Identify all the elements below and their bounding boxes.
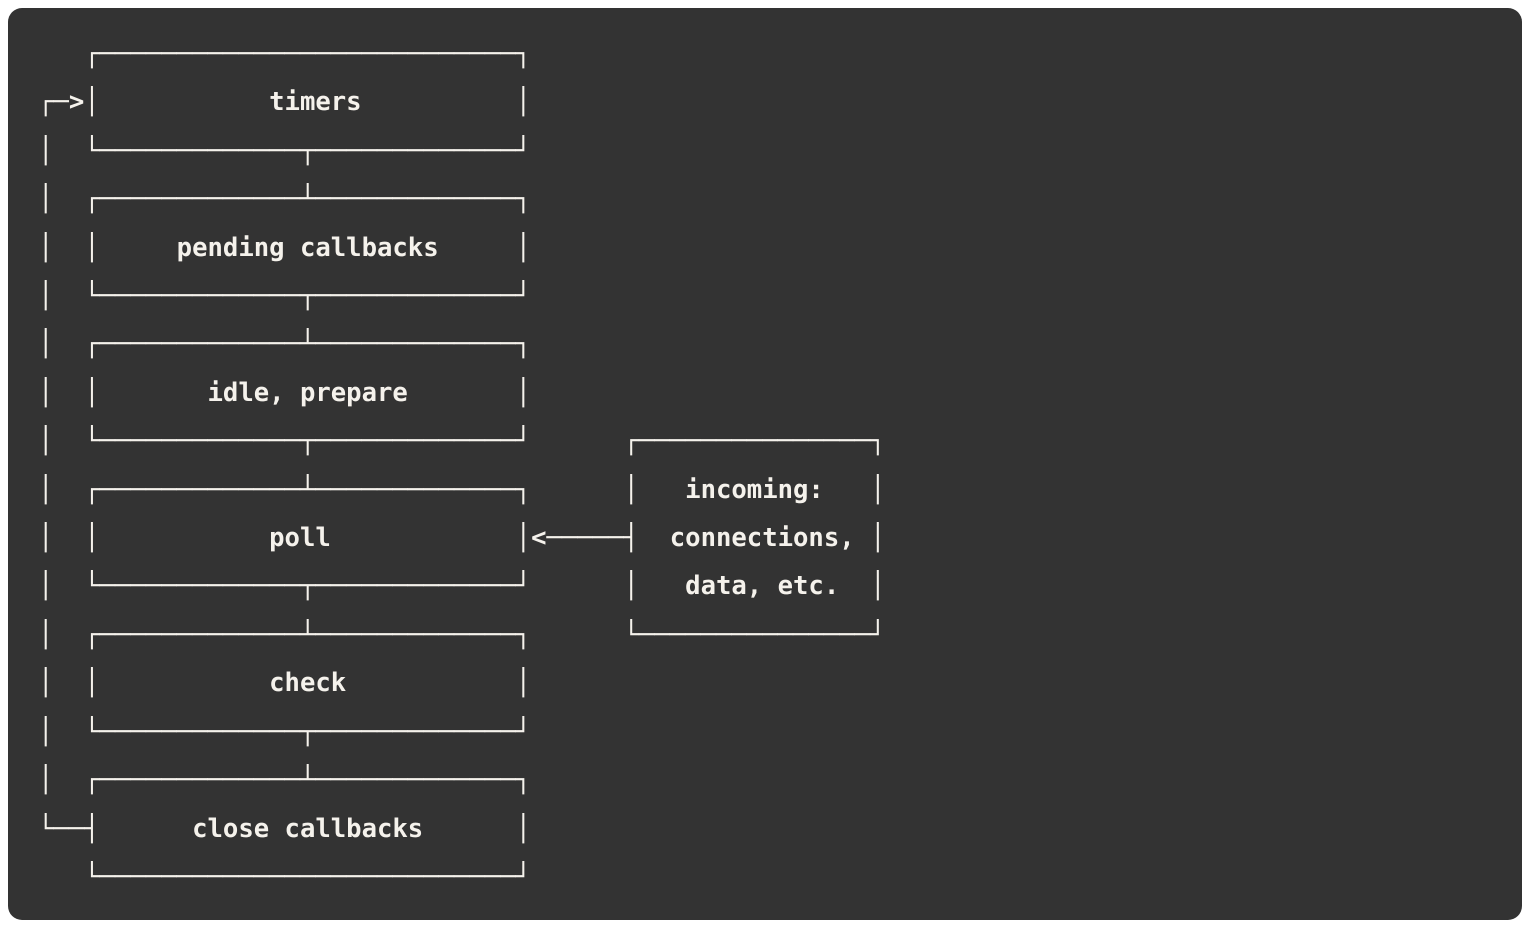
event-loop-ascii-diagram: ┌───────────────────────────┐ ┌─>│ timer… xyxy=(38,39,886,892)
diagram-panel: ┌───────────────────────────┐ ┌─>│ timer… xyxy=(8,8,1522,920)
